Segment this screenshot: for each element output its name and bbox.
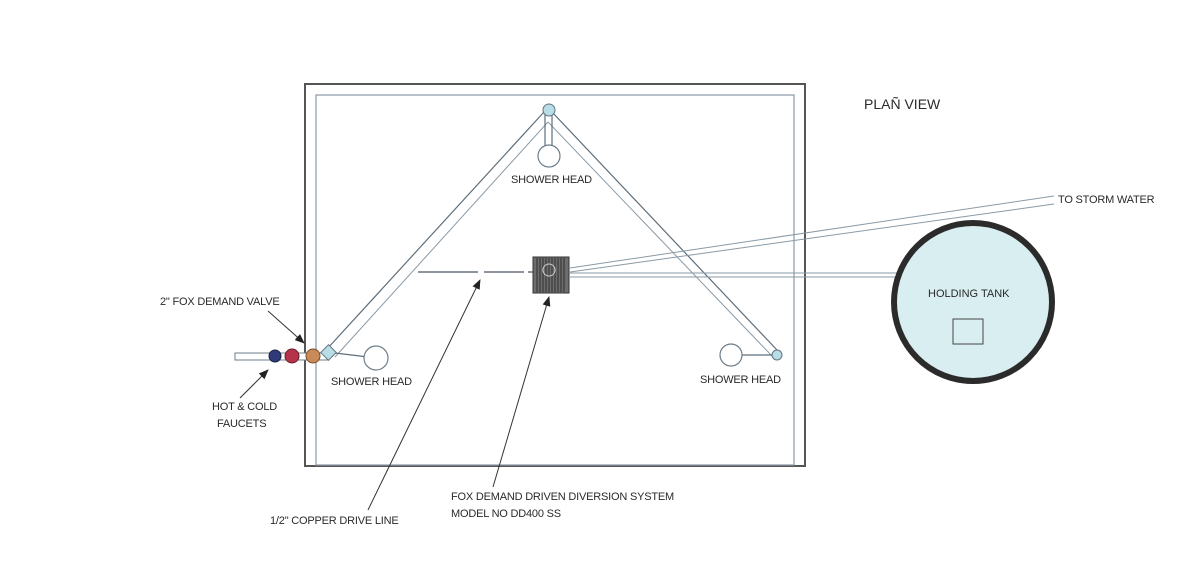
diagram-title: PLAÑ VIEW <box>864 96 941 112</box>
holding-tank-label: HOLDING TANK <box>928 288 1010 300</box>
storm-water-label: TO STORM WATER <box>1058 194 1155 206</box>
diversion-system-label: FOX DEMAND DRIVEN DIVERSION SYSTEM <box>451 491 674 503</box>
annotation-leaders <box>239 279 551 511</box>
valve-assembly <box>234 344 337 364</box>
faucets-label-line2: FAUCETS <box>217 418 266 430</box>
shower-head-left <box>363 345 389 371</box>
shower-head-right-label: SHOWER HEAD <box>700 374 781 386</box>
faucets-label-line1: HOT & COLD <box>212 401 277 413</box>
tank-feed-pipe <box>570 272 903 278</box>
storm-water-pipes <box>569 195 1055 273</box>
demand-valve-label: 2" FOX DEMAND VALVE <box>160 296 280 308</box>
model-number-label: MODEL NO DD400 SS <box>451 508 561 520</box>
shower-enclosure <box>304 83 806 467</box>
diversion-system-unit <box>532 256 570 294</box>
supply-pipes <box>326 111 778 358</box>
shower-head-left-label: SHOWER HEAD <box>331 376 412 388</box>
drive-line-label: 1/2" COPPER DRIVE LINE <box>270 515 399 527</box>
holding-tank <box>891 220 1055 384</box>
shower-head-top <box>537 103 561 168</box>
shower-head-top-label: SHOWER HEAD <box>511 174 592 186</box>
shower-head-right <box>719 343 783 367</box>
